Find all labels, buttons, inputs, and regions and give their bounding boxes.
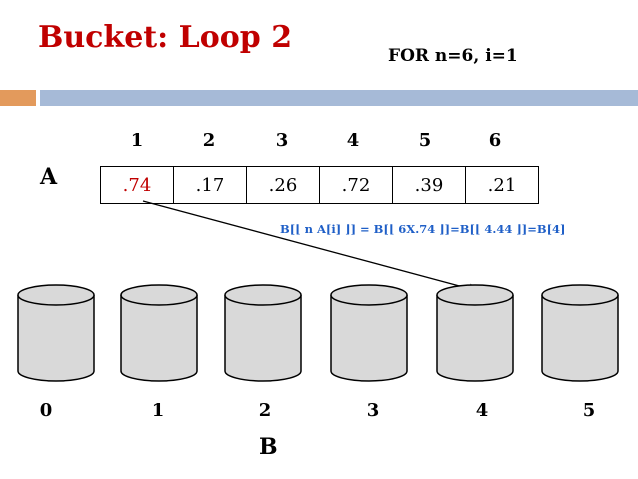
- array-a-cell-1: .74: [100, 166, 174, 204]
- array-a-index-3: 3: [275, 130, 289, 151]
- bucket-index-2: 2: [258, 400, 272, 421]
- accent-bar-orange: [0, 90, 36, 106]
- array-a-index-5: 5: [418, 130, 432, 151]
- array-a-row: .74 .17 .26 .72 .39 .21: [100, 166, 539, 204]
- bucket-formula: B[⌊ n A[i] ⌋] = B[⌊ 6X.74 ⌋]=B[⌊ 4.44 ⌋]…: [280, 222, 566, 236]
- bucket-index-0: 0: [39, 400, 53, 421]
- accent-bar-blue: [40, 90, 638, 106]
- array-a-cell-4: .72: [319, 166, 393, 204]
- array-a-index-4: 4: [346, 130, 360, 151]
- bucket-index-1: 1: [151, 400, 165, 421]
- bucket-2: [224, 284, 302, 382]
- bucket-index-3: 3: [366, 400, 380, 421]
- bucket-0: [17, 284, 95, 382]
- loop-label: FOR n=6, i=1: [388, 46, 518, 66]
- array-a-label: A: [40, 164, 58, 190]
- bucket-5: [541, 284, 619, 382]
- array-a-cell-3: .26: [246, 166, 320, 204]
- bucket-index-5: 5: [582, 400, 596, 421]
- bucket-array-label: B: [259, 434, 278, 460]
- array-a-index-6: 6: [488, 130, 502, 151]
- arrow-line: [142, 200, 480, 294]
- slide-title: Bucket: Loop 2: [38, 20, 293, 55]
- array-a-cell-2: .17: [173, 166, 247, 204]
- array-a-cell-6: .21: [465, 166, 539, 204]
- array-a-table: .74 .17 .26 .72 .39 .21: [100, 166, 539, 204]
- bucket-3: [330, 284, 408, 382]
- bucket-1: [120, 284, 198, 382]
- bucket-4: [436, 284, 514, 382]
- array-a-cell-5: .39: [392, 166, 466, 204]
- bucket-index-4: 4: [475, 400, 489, 421]
- array-a-index-2: 2: [202, 130, 216, 151]
- array-a-index-1: 1: [130, 130, 144, 151]
